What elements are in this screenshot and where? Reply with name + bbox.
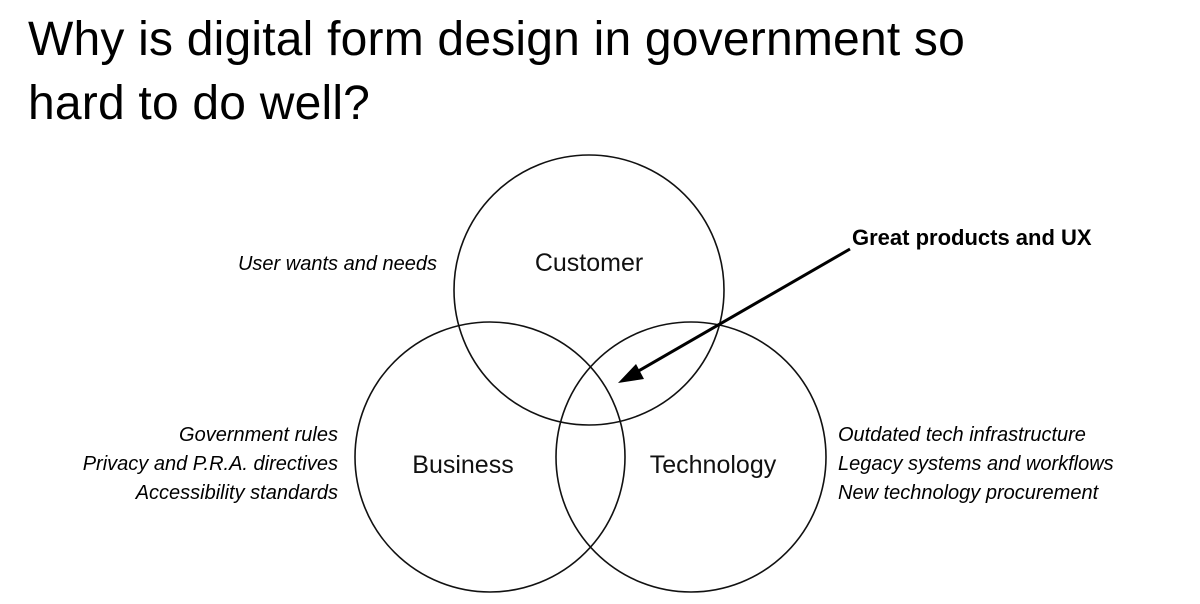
arrow-head (618, 364, 644, 383)
callout-arrow (627, 247, 851, 379)
title-line-1: Why is digital form design in government… (28, 13, 966, 66)
technology-note: Legacy systems and workflows (838, 453, 1114, 475)
title-line-2: hard to do well? (28, 77, 371, 130)
business-note: Accessibility standards (135, 482, 338, 504)
business-note: Privacy and P.R.A. directives (83, 453, 338, 475)
business-circle (354, 321, 626, 593)
customer-note: User wants and needs (238, 253, 437, 275)
customer-label: Customer (535, 249, 643, 277)
slide-title: Why is digital form design in government… (28, 8, 1128, 136)
technology-label: Technology (650, 451, 777, 479)
business-label: Business (412, 451, 513, 479)
customer-circle (453, 154, 725, 426)
technology-note: Outdated tech infrastructure (838, 424, 1086, 446)
technology-note: New technology procurement (838, 482, 1100, 504)
business-note: Government rules (179, 424, 338, 446)
callout-label: Great products and UX (852, 225, 1092, 250)
technology-circle (555, 321, 827, 593)
